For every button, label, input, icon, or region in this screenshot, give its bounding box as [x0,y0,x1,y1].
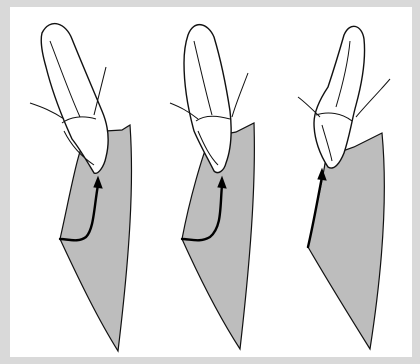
panel-2 [170,25,254,349]
figure-canvas [10,7,412,357]
panel-3 [298,26,390,349]
dental-diagram [10,7,412,357]
panel-3-tissue [308,133,384,349]
panel-2-fiber-right [232,73,248,117]
panel-1 [30,24,132,351]
